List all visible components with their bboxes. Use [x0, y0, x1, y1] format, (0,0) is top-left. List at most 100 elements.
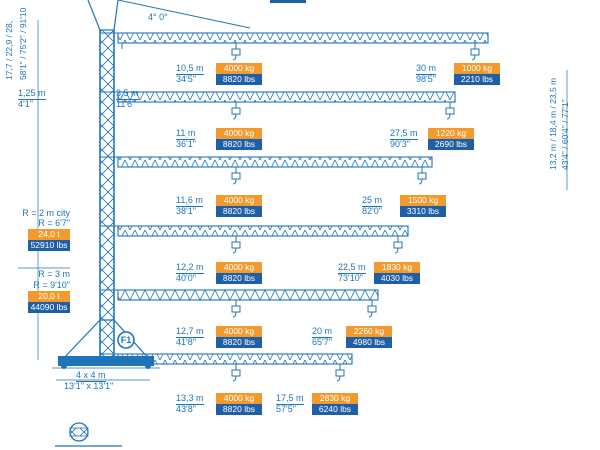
jib1-outer-kg: 1000 kg: [454, 63, 500, 74]
jib4-outer-m: 22,5 m: [338, 262, 366, 274]
ballast1-tonnes: 24,0 t: [28, 229, 70, 240]
cab-icon: [55, 422, 122, 447]
jib1-outer-ft: 98'5": [416, 74, 436, 84]
jib1-outer-hook-icon: [471, 54, 476, 61]
base-ft-label: 13'1" x 13'1": [64, 381, 114, 391]
jib3-outer-m: 25 m: [362, 195, 383, 207]
jib1-truss: [117, 32, 489, 44]
jib3-outer-lbs: 3310 lbs: [400, 206, 446, 217]
jib2-outer-kg: 1220 kg: [428, 128, 474, 139]
jib6-inner-lbs: 8820 lbs: [216, 404, 262, 415]
mast-badge-circle: [117, 331, 135, 349]
ballast1-radius-ft-label: R = 6'7": [38, 218, 70, 228]
jib5-inner-hook-icon: [232, 311, 237, 318]
jib6-outer-hook-block: [335, 369, 345, 377]
jib6-truss: [117, 353, 353, 365]
jib5-inner-hook-block: [231, 305, 241, 313]
jib4-outer-ft: 73'10": [338, 273, 363, 283]
jib3-inner-hook-icon: [232, 178, 237, 185]
jib1-outer-m: 30 m: [416, 63, 437, 75]
counterjib-ft-label: 11'6": [116, 99, 136, 109]
jib6-inner-m: 13,3 m: [176, 393, 204, 405]
jib1-inner-lbs: 8820 lbs: [216, 74, 262, 85]
jib5-inner-m: 12,7 m: [176, 326, 204, 338]
jib4-inner-hook-icon: [232, 247, 237, 254]
jib1-inner-ft: 34'5": [176, 74, 196, 84]
jib3-inner-ft: 38'1": [176, 206, 196, 216]
offset-m-label: 1,25 m: [18, 88, 46, 100]
jib6-outer-hook-icon: [336, 375, 341, 382]
jib6-inner-hook-icon: [232, 375, 237, 382]
jib2-outer-hook-icon: [446, 113, 451, 120]
jib5-inner-kg: 4000 kg: [216, 326, 262, 337]
jib3-inner-lbs: 8820 lbs: [216, 206, 262, 217]
jib5-outer-kg: 2260 kg: [346, 326, 392, 337]
offset-ft-label: 4'1": [18, 99, 33, 109]
jib4-outer-kg: 1830 kg: [374, 262, 420, 273]
jib3-inner-kg: 4000 kg: [216, 195, 262, 206]
jib1-outer-hook-block: [470, 48, 480, 56]
jib4-inner-lbs: 8820 lbs: [216, 273, 262, 284]
jib4-inner-kg: 4000 kg: [216, 262, 262, 273]
jib4-truss: [117, 225, 409, 237]
mast-height-label: 17,7 / 22,9 / 28,: [4, 20, 14, 80]
ballast2-radius-ft-label: R = 9'10": [33, 280, 70, 290]
ballast2-lbs: 44090 lbs: [28, 302, 70, 313]
jib4-outer-hook-icon: [394, 247, 399, 254]
right-height-ft-label: 43'4" / 60'4" / 77'1": [560, 99, 570, 170]
jib3-outer-hook-icon: [418, 178, 423, 185]
jib4-inner-ft: 40'0": [176, 273, 196, 283]
jib5-inner-lbs: 8820 lbs: [216, 337, 262, 348]
ballast1-radius-label: R = 2 m city: [22, 208, 70, 218]
jib5-outer-hook-block: [367, 305, 377, 313]
jib4-outer-hook-block: [393, 241, 403, 249]
jib6-outer-m: 17,5 m: [276, 393, 304, 405]
jib2-outer-m: 27,5 m: [390, 128, 418, 140]
jib2-outer-lbs: 2690 lbs: [428, 139, 474, 150]
ballast2-tonnes: 20,0 t: [28, 291, 70, 302]
jib5-outer-lbs: 4980 lbs: [346, 337, 392, 348]
jib3-inner-hook-block: [231, 172, 241, 180]
jib2-inner-ft: 36'1": [176, 139, 196, 149]
counterjib-m-label: 3,5 m: [116, 88, 139, 100]
jib6-inner-hook-block: [231, 369, 241, 377]
jib2-inner-lbs: 8820 lbs: [216, 139, 262, 150]
jib2-inner-hook-icon: [232, 113, 237, 120]
jib4-outer-lbs: 4030 lbs: [374, 273, 420, 284]
jib2-inner-m: 11 m: [176, 128, 196, 140]
jib5-truss: [117, 289, 379, 301]
jib3-truss: [117, 156, 433, 168]
jib5-outer-hook-icon: [368, 311, 373, 318]
jib3-outer-ft: 82'0": [362, 206, 382, 216]
mast-height-ft-label: 58'1" / 75'2" / 91'10: [18, 7, 28, 80]
jib1-inner-kg: 4000 kg: [216, 63, 262, 74]
jib3-inner-m: 11,6 m: [176, 195, 203, 207]
jib6-outer-ft: 57'5": [276, 404, 296, 414]
tower-mast: [87, 0, 306, 361]
mast-badge: F1: [120, 335, 132, 345]
jib1-inner-m: 10,5 m: [176, 63, 204, 75]
jib2-outer-ft: 90'3": [390, 139, 410, 149]
jib6-outer-lbs: 6240 lbs: [312, 404, 358, 415]
ballast1-lbs: 52910 lbs: [28, 240, 70, 251]
tower-base: [52, 319, 160, 381]
jib1-outer-lbs: 2210 lbs: [454, 74, 500, 85]
jib5-outer-m: 20 m: [312, 326, 333, 338]
jib5-outer-ft: 65'7": [312, 337, 332, 347]
jib4-inner-hook-block: [231, 241, 241, 249]
jib3-outer-hook-block: [417, 172, 427, 180]
jib2-outer-hook-block: [445, 107, 455, 115]
jib6-inner-ft: 43'8": [176, 404, 196, 414]
right-height-m-label: 13,2 m / 18,4 m / 23,5 m: [548, 77, 558, 170]
jib5-inner-ft: 41'8": [176, 337, 196, 347]
jib2-inner-kg: 4000 kg: [216, 128, 262, 139]
jib1-inner-hook-block: [231, 48, 241, 56]
jib6-inner-kg: 4000 kg: [216, 393, 262, 404]
jib2-inner-hook-block: [231, 107, 241, 115]
jib3-outer-kg: 1500 kg: [400, 195, 446, 206]
jib2-truss: [117, 91, 456, 103]
jib4-inner-m: 12,2 m: [176, 262, 204, 274]
jib6-outer-kg: 2830 kg: [312, 393, 358, 404]
jib-angle-label: 4° 0°: [148, 12, 168, 22]
